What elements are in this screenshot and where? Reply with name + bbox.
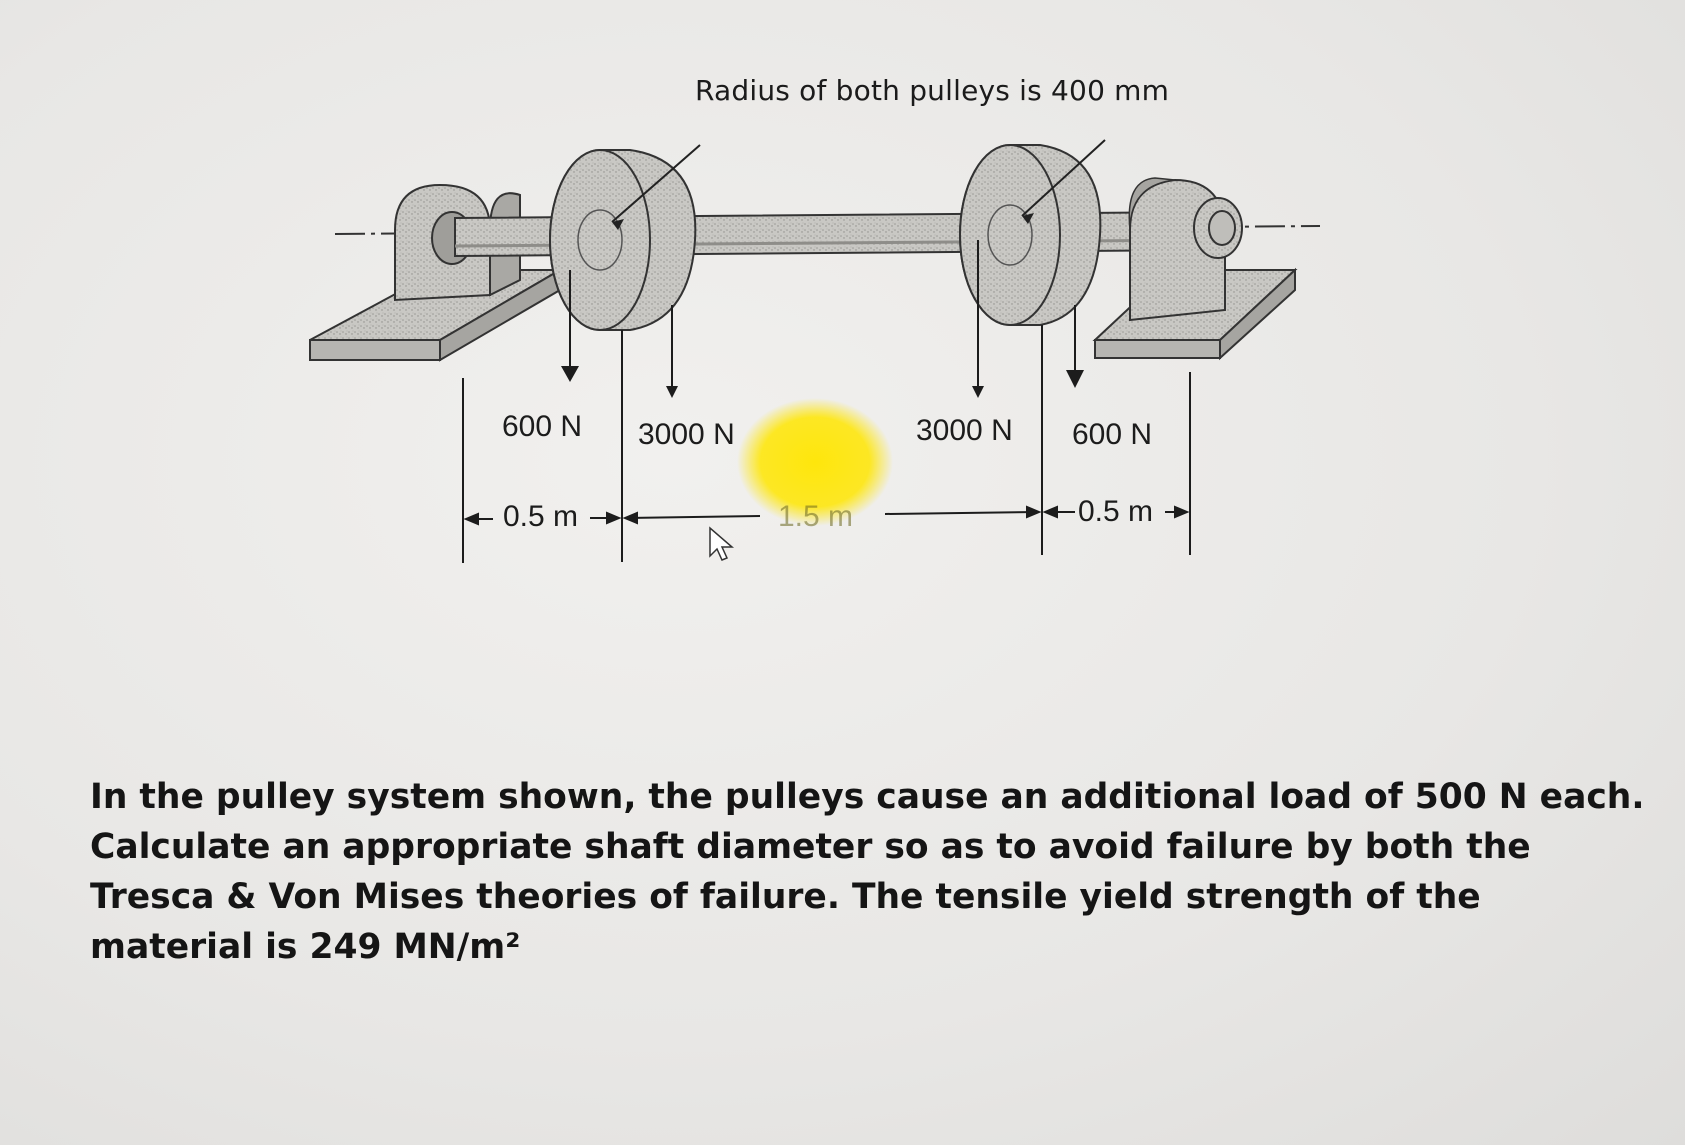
left-pulley [549,144,701,331]
problem-statement: In the pulley system shown, the pulleys … [90,772,1645,972]
arrow-3000n-right [972,386,984,398]
highlighter-mark [737,398,893,526]
right-bearing [1092,177,1298,361]
load-label-3000n-right: 3000 N [916,414,1013,447]
diagram-drawing [309,139,1321,563]
arrow-3000n-left [666,386,678,398]
dimension-lines [463,505,1190,526]
load-label-600n-left: 600 N [502,410,583,443]
arrow-600n-right [1066,370,1084,388]
load-label-3000n-left: 3000 N [638,418,735,451]
load-label-600n-right: 600 N [1072,418,1153,451]
diagram-title: Radius of both pulleys is 400 mm [695,74,1170,107]
pulley-shaft-diagram: Radius of both pulleys is 400 mm 600 N 3… [309,74,1321,563]
load-arrows [561,240,1084,398]
mouse-pointer-icon [709,526,735,561]
problem-line-3: Tresca & Von Mises theories of failure. … [90,877,1481,917]
arrow-600n-left [561,366,579,382]
problem-line-4: material is 249 MN/m² [90,927,521,967]
dimension-extension-lines [462,325,1191,563]
left-bearing [309,183,564,362]
dimension-label-left: 0.5 m [503,500,579,533]
problem-line-2: Calculate an appropriate shaft diameter … [90,827,1531,867]
dimension-label-right: 0.5 m [1078,495,1154,528]
problem-line-1: In the pulley system shown, the pulleys … [90,777,1645,817]
dimension-label-middle: 1.5 m [778,500,854,533]
right-pulley [959,139,1106,326]
